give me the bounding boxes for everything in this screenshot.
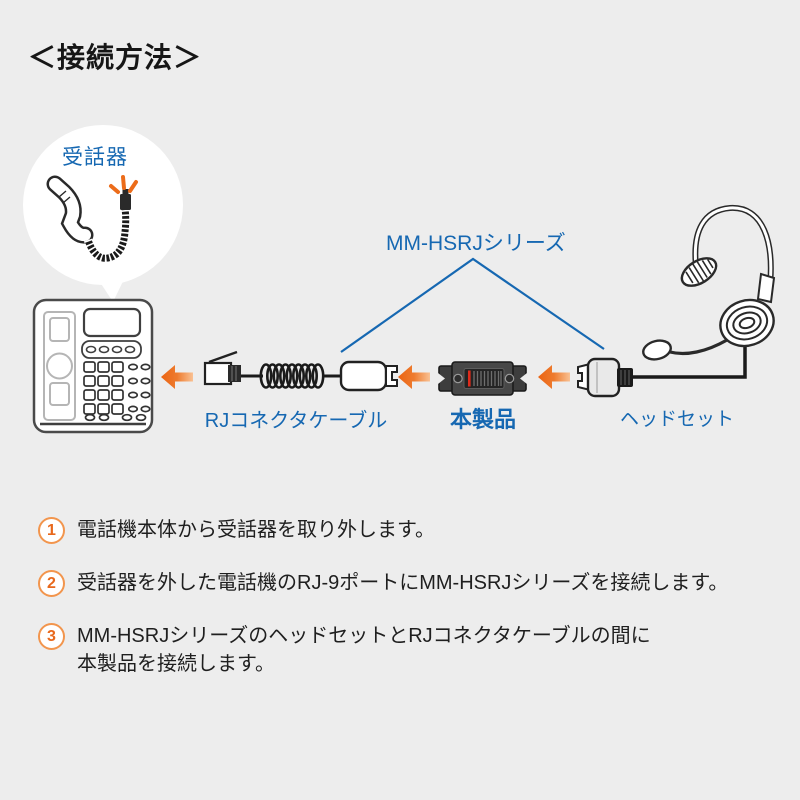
series-label: MM-HSRJシリーズ [386,232,566,255]
handset-illustration [46,175,138,263]
headset-illustration [642,204,776,361]
step-row: 3 MM-HSRJシリーズのヘッドセットとRJコネクタケーブルの間に 本製品を接… [38,622,651,678]
speech-bubble [23,125,183,302]
connection-diagram-illustration [23,125,776,434]
page-title: ＜接続方法＞ [28,42,203,73]
rj-cable-label: RJコネクタケーブル [204,410,388,432]
step-number-badge: 2 [38,570,65,597]
step-row: 2 受話器を外した電話機のRJ-9ポートにMM-HSRJシリーズを接続します。 [38,569,728,597]
step-row: 1 電話機本体から受話器を取り外します。 [38,516,435,544]
series-pointer-lines [340,257,605,353]
headset-label: ヘッドセット [619,409,734,430]
rj-cable-illustration [203,350,398,392]
arrow-left-icon [538,365,570,389]
product-label: 本製品 [449,407,516,432]
step-text: 受話器を外した電話機のRJ-9ポートにMM-HSRJシリーズを接続します。 [77,572,729,594]
step-number-badge: 1 [38,517,65,544]
handset-label: 受話器 [62,146,128,169]
arrow-left-icon [161,365,193,389]
headset-plug-illustration [577,342,747,398]
phone-illustration [32,298,154,434]
spark-icon [109,175,138,194]
step-number-badge: 3 [38,623,65,650]
arrow-left-icon [398,365,430,389]
step-text: 電話機本体から受話器を取り外します。 [77,519,435,541]
adapter-illustration [438,361,527,396]
step-text: MM-HSRJシリーズのヘッドセットとRJコネクタケーブルの間に 本製品を接続し… [77,625,651,675]
